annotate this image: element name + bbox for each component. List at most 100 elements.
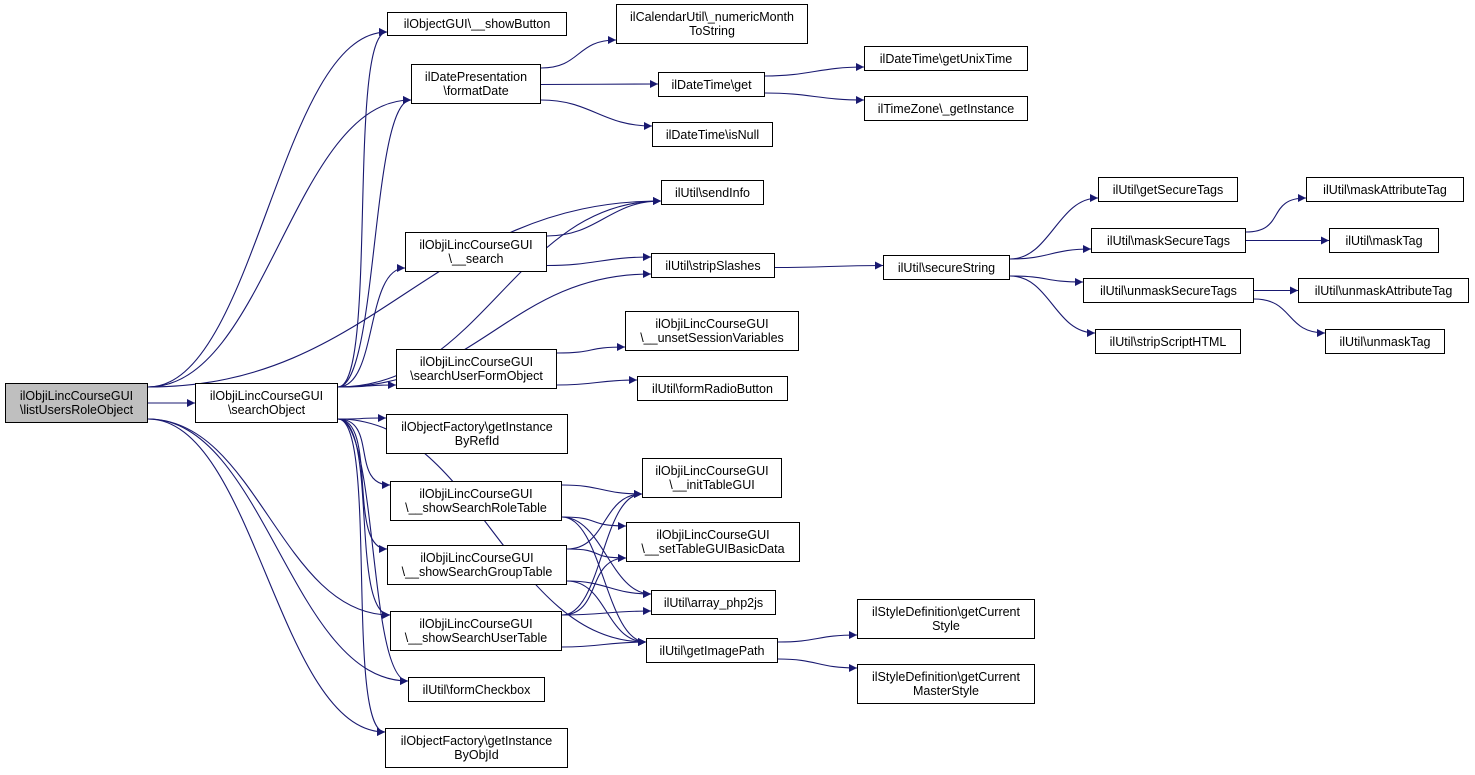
node-get-current-master-style[interactable]: ilStyleDefinition\getCurrent MasterStyle bbox=[857, 664, 1035, 704]
edge-listUsersRoleObject-to-getInstanceByObjId bbox=[147, 418, 386, 736]
edge-formatDate-to-dateTimeGet bbox=[540, 80, 659, 89]
node-label-line2: \__search bbox=[448, 252, 504, 266]
edge-showSearchRoleTable-to-setTableGUIBasicData bbox=[561, 516, 627, 530]
node-array-php2js[interactable]: ilUtil\array_php2js bbox=[651, 590, 776, 615]
node-label-line1: ilUtil\unmaskAttributeTag bbox=[1314, 283, 1453, 298]
node-label-line1: ilDateTime\getUnixTime bbox=[879, 51, 1013, 66]
node-label-line2: MasterStyle bbox=[913, 684, 979, 698]
edge-showSearchUserTable-to-setTableGUIBasicData bbox=[561, 554, 627, 616]
node-label-line1: ilUtil\getImagePath bbox=[659, 643, 765, 658]
node-label-line1: ilStyleDefinition\getCurrent bbox=[872, 605, 1020, 619]
node-label-line2: \__showSearchUserTable bbox=[404, 631, 548, 645]
edge-dateTimeGet-to-getUnixTime bbox=[764, 63, 865, 77]
node-label-line2: ByObjId bbox=[454, 748, 499, 762]
node-label-line1: ilDatePresentation bbox=[424, 70, 528, 84]
edge-searchObject-to-formatDate bbox=[337, 96, 412, 388]
node-search[interactable]: ilObjiLincCourseGUI \__search bbox=[405, 232, 547, 272]
node-mask-secure-tags[interactable]: ilUtil\maskSecureTags bbox=[1091, 228, 1246, 253]
node-show-button[interactable]: ilObjectGUI\__showButton bbox=[387, 12, 567, 36]
node-init-table-gui[interactable]: ilObjiLincCourseGUI \__initTableGUI bbox=[642, 458, 782, 498]
node-label-line2: \__showSearchRoleTable bbox=[405, 501, 547, 515]
node-label-line1: ilObjiLincCourseGUI bbox=[419, 238, 533, 252]
edge-search-to-sendInfo bbox=[546, 197, 662, 237]
node-label-line1: ilObjiLincCourseGUI bbox=[209, 389, 324, 403]
edge-searchObject-to-formCheckbox bbox=[337, 418, 409, 685]
node-label-line1: ilObjiLincCourseGUI bbox=[656, 528, 770, 542]
node-secure-string[interactable]: ilUtil\secureString bbox=[883, 255, 1010, 280]
edge-showSearchRoleTable-to-getImagePath bbox=[561, 516, 647, 646]
node-label-line1: ilUtil\maskAttributeTag bbox=[1323, 182, 1447, 197]
node-label-line1: ilDateTime\isNull bbox=[665, 127, 760, 142]
node-strip-slashes[interactable]: ilUtil\stripSlashes bbox=[651, 253, 775, 278]
node-show-search-user-table[interactable]: ilObjiLincCourseGUI \__showSearchUserTab… bbox=[390, 611, 562, 651]
node-label-line1: ilUtil\secureString bbox=[897, 260, 996, 275]
node-label-line1: ilStyleDefinition\getCurrent bbox=[872, 670, 1020, 684]
node-label-line1: ilUtil\unmaskSecureTags bbox=[1100, 283, 1237, 298]
node-timezone-get-instance[interactable]: ilTimeZone\_getInstance bbox=[864, 96, 1028, 121]
edge-secureString-to-unmaskSecureTags bbox=[1009, 275, 1084, 286]
edge-getImagePath-to-getCurrentMasterStyle bbox=[777, 658, 858, 672]
node-search-object[interactable]: ilObjiLincCourseGUI \searchObject bbox=[195, 383, 338, 423]
edge-listUsersRoleObject-to-showSearchUserTable bbox=[147, 418, 391, 619]
node-form-radio-button[interactable]: ilUtil\formRadioButton bbox=[637, 376, 788, 401]
edge-formatDate-to-numericMonthToString bbox=[540, 36, 617, 69]
node-show-search-group-table[interactable]: ilObjiLincCourseGUI \__showSearchGroupTa… bbox=[387, 545, 567, 585]
node-label-line2: \searchUserFormObject bbox=[410, 369, 543, 383]
node-get-unix-time[interactable]: ilDateTime\getUnixTime bbox=[864, 46, 1028, 71]
edge-showSearchRoleTable-to-initTableGUI bbox=[561, 484, 643, 498]
edge-showSearchUserTable-to-getImagePath bbox=[561, 638, 647, 648]
node-label-line1: ilUtil\maskTag bbox=[1345, 233, 1423, 248]
node-get-instance-by-obj-id[interactable]: ilObjectFactory\getInstance ByObjId bbox=[385, 728, 568, 768]
edge-maskSecureTags-to-maskAttributeTag bbox=[1245, 194, 1307, 233]
edge-dateTimeGet-to-getInstanceTZ bbox=[764, 92, 865, 104]
edge-showSearchUserTable-to-initTableGUI bbox=[561, 490, 643, 616]
node-label-line1: ilDateTime\get bbox=[671, 77, 752, 92]
node-send-info[interactable]: ilUtil\sendInfo bbox=[661, 180, 764, 205]
node-label-line1: ilCalendarUtil\_numericMonth bbox=[630, 10, 794, 24]
edge-stripSlashes-to-secureString bbox=[774, 261, 884, 270]
edge-unmaskSecureTags-to-unmaskTag bbox=[1253, 298, 1326, 337]
node-label-line1: ilUtil\getSecureTags bbox=[1112, 182, 1224, 197]
node-label-line2: \searchObject bbox=[227, 403, 306, 417]
edge-getImagePath-to-getCurrentStyle bbox=[777, 631, 858, 643]
edge-search-to-stripSlashes bbox=[546, 253, 652, 267]
edge-listUsersRoleObject-to-formCheckbox bbox=[147, 418, 409, 685]
node-label-line2: ToString bbox=[689, 24, 735, 38]
node-label-line2: \__unsetSessionVariables bbox=[640, 331, 784, 345]
node-label-line2: \__initTableGUI bbox=[669, 478, 755, 492]
node-get-instance-by-ref-id[interactable]: ilObjectFactory\getInstance ByRefId bbox=[386, 414, 568, 454]
edge-searchObject-to-sendInfo bbox=[337, 197, 662, 388]
node-unmask-attribute-tag[interactable]: ilUtil\unmaskAttributeTag bbox=[1298, 278, 1469, 303]
node-date-time-get[interactable]: ilDateTime\get bbox=[658, 72, 765, 97]
node-numeric-month-to-string[interactable]: ilCalendarUtil\_numericMonth ToString bbox=[616, 4, 808, 44]
node-mask-attribute-tag[interactable]: ilUtil\maskAttributeTag bbox=[1306, 177, 1464, 202]
node-mask-tag[interactable]: ilUtil\maskTag bbox=[1329, 228, 1439, 253]
node-is-null[interactable]: ilDateTime\isNull bbox=[652, 122, 773, 147]
node-strip-script-html[interactable]: ilUtil\stripScriptHTML bbox=[1095, 329, 1241, 354]
node-get-current-style[interactable]: ilStyleDefinition\getCurrent Style bbox=[857, 599, 1035, 639]
edge-searchObject-to-showSearchUserTable bbox=[337, 418, 391, 619]
node-show-search-role-table[interactable]: ilObjiLincCourseGUI \__showSearchRoleTab… bbox=[390, 481, 562, 521]
node-label-line2: \formatDate bbox=[443, 84, 509, 98]
edge-searchObject-to-search bbox=[337, 264, 406, 388]
node-label-line1: ilUtil\unmaskTag bbox=[1339, 334, 1431, 349]
edge-showSearchRoleTable-to-arrayPhp2js bbox=[561, 516, 652, 598]
node-search-user-form-object[interactable]: ilObjiLincCourseGUI \searchUserFormObjec… bbox=[396, 349, 557, 389]
node-label-line1: ilUtil\stripSlashes bbox=[665, 258, 761, 273]
node-unmask-tag[interactable]: ilUtil\unmaskTag bbox=[1325, 329, 1445, 354]
edge-secureString-to-getSecureTags bbox=[1009, 194, 1099, 260]
node-form-checkbox[interactable]: ilUtil\formCheckbox bbox=[408, 677, 545, 702]
node-unset-session-variables[interactable]: ilObjiLincCourseGUI \__unsetSessionVaria… bbox=[625, 311, 799, 351]
node-label-line2: \__showSearchGroupTable bbox=[401, 565, 553, 579]
edge-listUsersRoleObject-to-showButton bbox=[147, 28, 388, 388]
node-label-line1: ilTimeZone\_getInstance bbox=[877, 101, 1015, 116]
node-get-image-path[interactable]: ilUtil\getImagePath bbox=[646, 638, 778, 663]
edge-searchObject-to-showSearchRoleTable bbox=[337, 418, 391, 489]
node-format-date[interactable]: ilDatePresentation \formatDate bbox=[411, 64, 541, 104]
node-label-line1: ilObjiLincCourseGUI bbox=[419, 487, 533, 501]
node-unmask-secure-tags[interactable]: ilUtil\unmaskSecureTags bbox=[1083, 278, 1254, 303]
node-set-table-gui-basic-data[interactable]: ilObjiLincCourseGUI \__setTableGUIBasicD… bbox=[626, 522, 800, 562]
node-label-line2: Style bbox=[932, 619, 960, 633]
node-get-secure-tags[interactable]: ilUtil\getSecureTags bbox=[1098, 177, 1238, 202]
